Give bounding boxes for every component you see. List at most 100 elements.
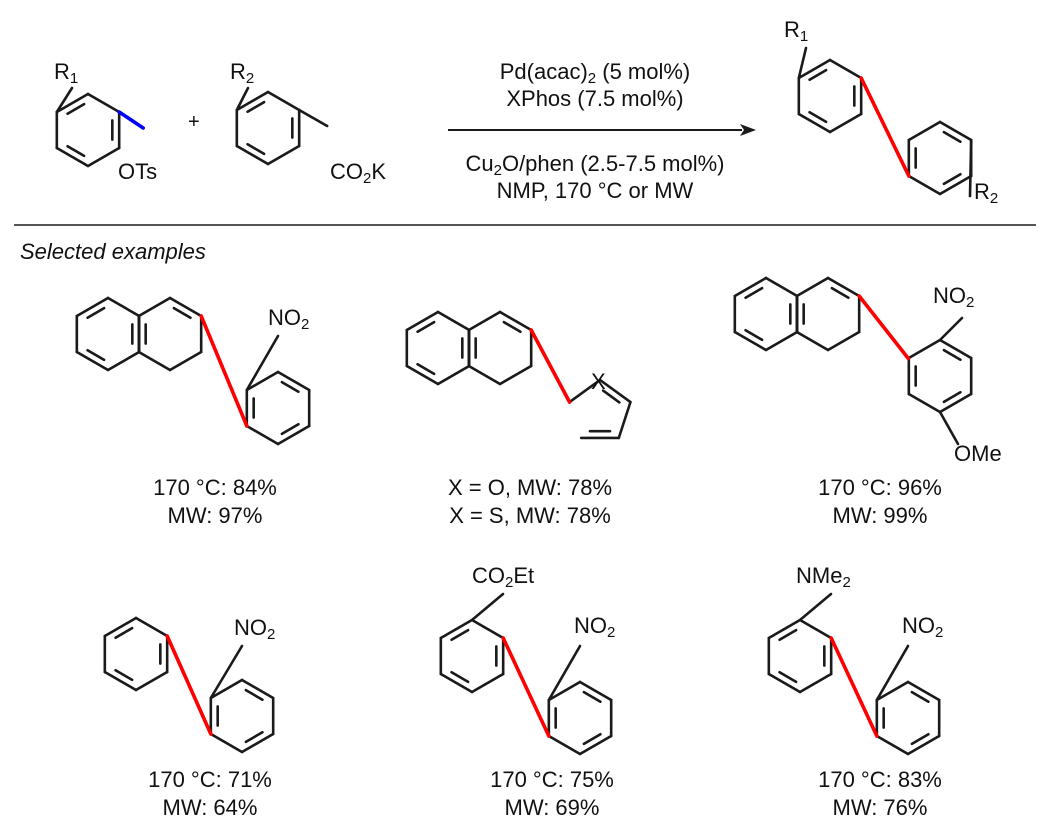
reactant2-ring-bond bbox=[266, 144, 301, 166]
ex6-amine-ring-double-bond bbox=[778, 628, 798, 642]
ex2-naphthalene-ring-a-bond bbox=[405, 310, 440, 332]
reactant2-ring-double-bond bbox=[246, 142, 266, 156]
reactant1-leaving-group-label: OTs bbox=[118, 159, 158, 184]
product-ring-top-double-bond bbox=[808, 68, 828, 82]
product-ring-top-bond bbox=[828, 58, 863, 80]
ex2-naphthalene-ring-a-bond bbox=[405, 364, 440, 386]
ex4-phenyl-ring-double-bond bbox=[114, 668, 134, 682]
ex5-ester-bond bbox=[470, 592, 505, 622]
reactant2-ring-bond bbox=[235, 90, 270, 112]
product-ring-top-bond bbox=[797, 112, 832, 134]
ex5-ester-ring-double-bond bbox=[450, 628, 470, 642]
ex2-naphthalene-ring-b-bond bbox=[467, 310, 502, 332]
ex6-amine-ring-double-bond bbox=[778, 670, 798, 684]
ex3-naphthalene-ring-a-bond bbox=[733, 330, 768, 352]
ex5-aryl-ring-double-bond bbox=[582, 732, 602, 746]
reactant1-c-o-bond bbox=[117, 110, 145, 130]
ex5-nitro-bond bbox=[547, 644, 582, 702]
ex3-naphthalene-ring-b-bond bbox=[795, 276, 830, 298]
ex3-methoxy-bond bbox=[938, 410, 960, 446]
example6-yield: 170 °C: 83%MW: 76% bbox=[818, 767, 942, 820]
ex3-naphthalene-ring-a-double-bond bbox=[744, 286, 764, 300]
ex6-new-bond bbox=[829, 636, 879, 738]
reactant2-carboxylate-label: CO2K bbox=[330, 159, 387, 187]
ex4-new-bond bbox=[165, 634, 213, 736]
ex4-aryl-ring-bond bbox=[240, 678, 275, 700]
example1-yield: 170 °C: 84%MW: 97% bbox=[153, 475, 277, 528]
product-ring-bottom-double-bond bbox=[942, 172, 962, 186]
ex1-naphthalene-ring-a-bond bbox=[75, 296, 110, 318]
ex5-ester-ring-bond bbox=[439, 618, 474, 640]
product-bottom-substituent-bond bbox=[968, 138, 973, 198]
ex1-naphthalene-ring-b-bond bbox=[168, 296, 203, 318]
product-top-substituent-label: R1 bbox=[784, 17, 809, 45]
reactant2-ring-bond bbox=[235, 144, 270, 166]
product-ring-bottom-bond bbox=[907, 174, 942, 196]
ex1-naphthalene-ring-a-double-bond bbox=[86, 306, 106, 320]
ex1-aryl-ring-bond bbox=[276, 424, 311, 446]
ex2-naphthalene-ring-b-bond bbox=[498, 310, 533, 332]
ex5-aryl-ring-bond bbox=[578, 734, 613, 756]
ex3-naphthalene-ring-b-bond bbox=[826, 330, 861, 352]
ex1-aryl-ring-bond bbox=[276, 370, 311, 392]
product-ring-bottom-bond bbox=[938, 120, 973, 142]
ex2-five-ring-bond bbox=[598, 378, 632, 404]
ex6-amine-ring-bond bbox=[767, 672, 802, 694]
ex4-phenyl-ring-bond bbox=[103, 670, 138, 692]
reactant1-ring-bond bbox=[55, 92, 90, 114]
ex3-nitro-bond bbox=[938, 316, 964, 342]
ex1-naphthalene-ring-a-bond bbox=[106, 350, 141, 372]
example6-nitro-label: NO2 bbox=[902, 613, 944, 641]
plus-sign: + bbox=[188, 111, 200, 133]
ex6-aryl-ring-double-bond bbox=[910, 732, 930, 746]
product-bottom-substituent-label: R2 bbox=[974, 179, 999, 207]
example3-nitro-label: NO2 bbox=[933, 283, 975, 311]
ex2-naphthalene-ring-b-double-bond bbox=[502, 320, 522, 334]
ex3-naphthalene-ring-b-bond bbox=[795, 330, 830, 352]
reactant1-substituent-label: R1 bbox=[54, 59, 79, 87]
ex1-naphthalene-ring-b-bond bbox=[137, 296, 172, 318]
ex3-naphthalene-ring-a-double-bond bbox=[744, 328, 764, 342]
ex3-aryl-ring-double-bond bbox=[942, 348, 962, 362]
product-ring-top-bond bbox=[828, 112, 863, 134]
ex4-aryl-ring-bond bbox=[209, 678, 244, 700]
example5-yield: 170 °C: 75%MW: 69% bbox=[490, 767, 614, 820]
ex1-nitro-bond bbox=[245, 334, 280, 392]
ex3-aryl-ring-bond bbox=[938, 392, 973, 414]
ex1-new-bond bbox=[199, 314, 249, 428]
ex3-naphthalene-ring-b-bond bbox=[826, 276, 861, 298]
ex3-naphthalene-ring-b-double-bond bbox=[830, 286, 850, 300]
ex2-new-bond bbox=[529, 328, 572, 404]
ex3-naphthalene-ring-a-bond bbox=[764, 276, 799, 298]
reactant1-ring-bond bbox=[86, 92, 121, 114]
example4-nitro-label: NO2 bbox=[234, 615, 276, 643]
ex1-naphthalene-ring-b-bond bbox=[168, 350, 203, 372]
ex4-phenyl-ring-bond bbox=[103, 616, 138, 638]
ex3-aryl-ring-bond bbox=[907, 338, 942, 360]
conditions-above-arrow: Pd(acac)2 (5 mol%) XPhos (7.5 mol%) bbox=[499, 59, 691, 111]
ex3-aryl-ring-bond bbox=[907, 392, 942, 414]
ex4-aryl-ring-bond bbox=[209, 732, 244, 754]
ex2-naphthalene-ring-a-bond bbox=[436, 310, 471, 332]
example3-methoxy-label: OMe bbox=[954, 441, 1002, 466]
ex3-naphthalene-ring-a-bond bbox=[733, 276, 768, 298]
ex5-aryl-ring-bond bbox=[547, 680, 582, 702]
ex6-aryl-ring-bond bbox=[875, 680, 910, 702]
reaction-arrow-head bbox=[740, 124, 756, 136]
ex1-naphthalene-ring-a-double-bond bbox=[86, 348, 106, 362]
ex1-naphthalene-ring-a-bond bbox=[75, 350, 110, 372]
ex1-aryl-ring-double-bond bbox=[280, 422, 300, 436]
ex5-aryl-ring-bond bbox=[547, 734, 582, 756]
ex1-naphthalene-ring-b-double-bond bbox=[172, 306, 192, 320]
ex6-aryl-ring-bond bbox=[906, 734, 941, 756]
ex1-aryl-ring-bond bbox=[245, 370, 280, 392]
ex1-aryl-ring-double-bond bbox=[280, 380, 300, 394]
ex2-five-ring-double-bond bbox=[601, 389, 621, 404]
ex2-naphthalene-ring-a-double-bond bbox=[416, 362, 436, 376]
ex3-aryl-ring-double-bond bbox=[942, 390, 962, 404]
example4-yield: 170 °C: 71%MW: 64% bbox=[148, 767, 272, 820]
ex5-aryl-ring-double-bond bbox=[582, 690, 602, 704]
ex4-aryl-ring-double-bond bbox=[244, 730, 264, 744]
example3-yield: 170 °C: 96%MW: 99% bbox=[818, 475, 942, 528]
